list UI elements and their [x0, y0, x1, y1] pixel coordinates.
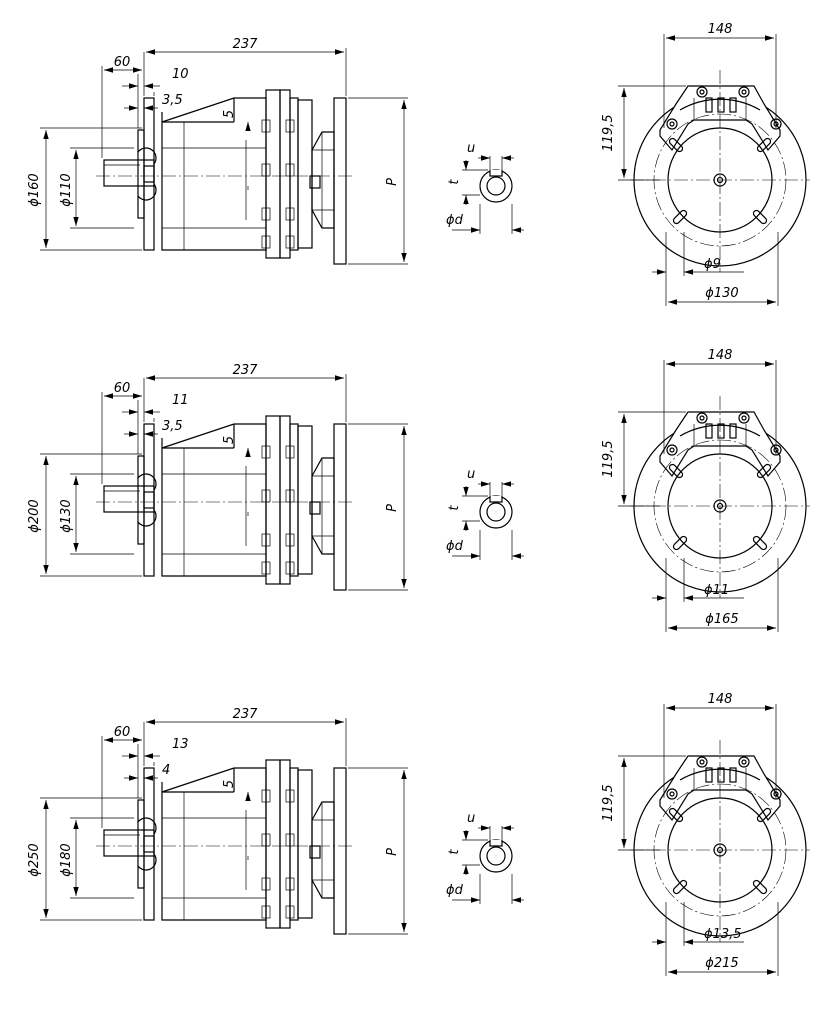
- pcd-dimension: ϕ165: [705, 612, 738, 627]
- chamfer-dimension: 5: [222, 110, 237, 118]
- chamfer-dimension: 5: [222, 780, 237, 788]
- key-depth-label: t: [447, 505, 462, 511]
- hole-diameter-dimension: ϕ9: [704, 257, 721, 272]
- outer-diameter-dimension: ϕ250: [27, 843, 42, 876]
- key-width-label: u: [467, 467, 475, 482]
- shaft-diameter-label: ϕd: [446, 539, 464, 554]
- spigot-diameter-dimension: ϕ180: [59, 843, 74, 876]
- height-dimension: 119,5: [601, 784, 616, 821]
- front-view: 148 119,5 ϕ13,5 ϕ215: [601, 692, 810, 976]
- pcd-dimension: ϕ130: [705, 286, 738, 301]
- length-dimension: 237: [233, 363, 259, 378]
- flange-thickness-dimension: 11: [172, 393, 189, 408]
- key-width-label: u: [467, 811, 475, 826]
- height-dimension: 119,5: [601, 440, 616, 477]
- front-view: 148 119,5 ϕ9 ϕ130: [601, 22, 810, 306]
- pcd-dimension: ϕ215: [705, 956, 738, 971]
- key-width-label: u: [467, 141, 475, 156]
- flange-thickness-dimension: 10: [172, 67, 189, 82]
- outer-diameter-dimension: ϕ160: [27, 173, 42, 206]
- spigot-diameter-dimension: ϕ110: [59, 173, 74, 206]
- side-view: 237 60 10 3,5 5 ϕ160 ϕ110 P: [27, 37, 408, 264]
- drawing-row-2: 237 60 11 3,5 5 ϕ200 ϕ130 P u t ϕd 148 1…: [27, 348, 810, 632]
- height-label: P: [385, 848, 400, 856]
- shaft-section: u t ϕd: [446, 811, 524, 904]
- height-label: P: [385, 178, 400, 186]
- flange-offset-dimension: 60: [114, 381, 131, 396]
- flange-offset-dimension: 60: [114, 55, 131, 70]
- length-dimension: 237: [233, 37, 259, 52]
- spigot-dimension: 3,5: [162, 419, 183, 434]
- height-label: P: [385, 504, 400, 512]
- shaft-diameter-label: ϕd: [446, 213, 464, 228]
- side-view: 237 60 11 3,5 5 ϕ200 ϕ130 P: [27, 363, 408, 590]
- flange-offset-dimension: 60: [114, 725, 131, 740]
- key-depth-label: t: [447, 179, 462, 185]
- drawing-row-1: 237 60 10 3,5 5 ϕ160 ϕ110 P u t ϕd 148 1…: [27, 22, 810, 306]
- height-dimension: 119,5: [601, 114, 616, 151]
- spigot-dimension: 3,5: [162, 93, 183, 108]
- outer-diameter-dimension: ϕ200: [27, 499, 42, 532]
- width-dimension: 148: [708, 22, 733, 37]
- shaft-diameter-label: ϕd: [446, 883, 464, 898]
- length-dimension: 237: [233, 707, 259, 722]
- drawing-row-3: 237 60 13 4 5 ϕ250 ϕ180 P u t ϕd 148 119…: [27, 692, 810, 976]
- flange-thickness-dimension: 13: [172, 737, 189, 752]
- spigot-dimension: 4: [162, 763, 170, 778]
- key-depth-label: t: [447, 849, 462, 855]
- spigot-diameter-dimension: ϕ130: [59, 499, 74, 532]
- hole-diameter-dimension: ϕ11: [704, 583, 729, 598]
- width-dimension: 148: [708, 692, 733, 707]
- hole-diameter-dimension: ϕ13,5: [704, 927, 742, 942]
- side-view: 237 60 13 4 5 ϕ250 ϕ180 P: [27, 707, 408, 934]
- shaft-section: u t ϕd: [446, 467, 524, 560]
- chamfer-dimension: 5: [222, 436, 237, 444]
- shaft-section: u t ϕd: [446, 141, 524, 234]
- width-dimension: 148: [708, 348, 733, 363]
- front-view: 148 119,5 ϕ11 ϕ165: [601, 348, 810, 632]
